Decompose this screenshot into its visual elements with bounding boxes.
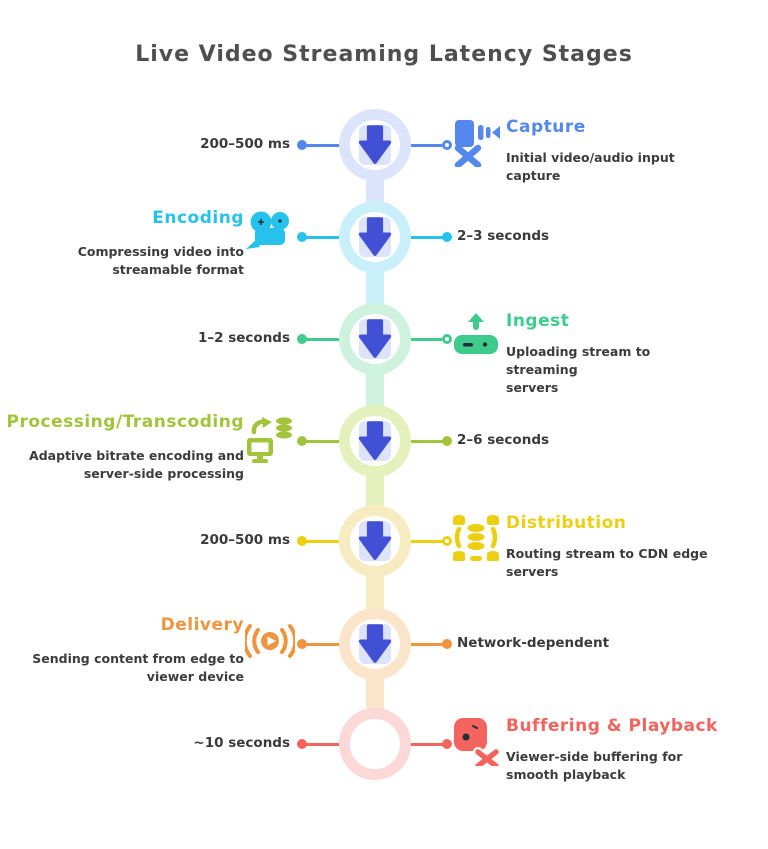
cdn-database-icon (451, 513, 501, 563)
movie-camera-icon (245, 209, 295, 259)
connector-line (302, 742, 339, 746)
stage-description: Routing stream to CDN edge servers (506, 546, 708, 580)
connector-line (411, 439, 447, 443)
connector-line (411, 337, 447, 341)
transcode-monitor-icon (245, 413, 295, 463)
stage-title: Distribution (506, 513, 627, 533)
connector-line (302, 539, 339, 543)
timeline-node (339, 109, 411, 181)
connector-line (302, 439, 339, 443)
stage-time-label: 2–3 seconds (457, 228, 550, 244)
connector-dot (442, 639, 452, 649)
stage-title: Delivery (160, 615, 244, 635)
down-arrow-icon (358, 421, 392, 460)
down-arrow-icon (358, 624, 392, 663)
down-arrow-icon (358, 319, 392, 358)
connector-dot (442, 140, 452, 150)
stage-description: Adaptive bitrate encoding and server-sid… (29, 448, 244, 482)
page-title: Live Video Streaming Latency Stages (135, 42, 633, 67)
upload-server-icon (451, 311, 501, 361)
stage-time-label: ~10 seconds (193, 735, 290, 751)
connector-line (411, 235, 447, 239)
stage-time-label: Network-dependent (457, 635, 610, 651)
stage-title: Encoding (152, 208, 244, 228)
video-capture-icon (451, 117, 501, 167)
connector-line (302, 642, 339, 646)
broadcast-icon (245, 616, 295, 666)
stage-title: Capture (506, 117, 586, 137)
timeline-node (339, 505, 411, 577)
connector-dot (442, 334, 452, 344)
timeline-node (339, 201, 411, 273)
stage-description: Viewer-side buffering for smooth playbac… (506, 749, 683, 783)
timeline-node (339, 708, 411, 780)
stage-time-label: 2–6 seconds (457, 432, 550, 448)
stage-description: Initial video/audio input capture (506, 150, 675, 184)
down-arrow-icon (358, 521, 392, 560)
timeline-node (339, 405, 411, 477)
connector-line (302, 337, 339, 341)
connector-line (411, 642, 447, 646)
connector-line (411, 539, 447, 543)
stage-time-label: 200–500 ms (200, 136, 290, 152)
stage-time-label: 1–2 seconds (197, 330, 290, 346)
stage-title: Processing/Transcoding (6, 412, 244, 432)
connector-dot (442, 436, 452, 446)
connector-dot (442, 232, 452, 242)
stage-title: Buffering & Playback (506, 716, 718, 736)
playback-shuffle-icon (451, 716, 501, 766)
timeline-node (339, 303, 411, 375)
stage-description: Uploading stream to streaming servers (506, 344, 651, 396)
connector-line (411, 143, 447, 147)
stage-description: Sending content from edge to viewer devi… (32, 651, 244, 685)
stage-description: Compressing video into streamable format (77, 244, 244, 278)
connector-line (411, 742, 447, 746)
connector-line (302, 235, 339, 239)
connector-dot (442, 739, 452, 749)
stage-title: Ingest (506, 311, 570, 331)
down-arrow-icon (358, 125, 392, 164)
stage-time-label: 200–500 ms (200, 532, 290, 548)
down-arrow-icon (358, 217, 392, 256)
connector-dot (442, 536, 452, 546)
timeline-node (339, 608, 411, 680)
connector-line (302, 143, 339, 147)
